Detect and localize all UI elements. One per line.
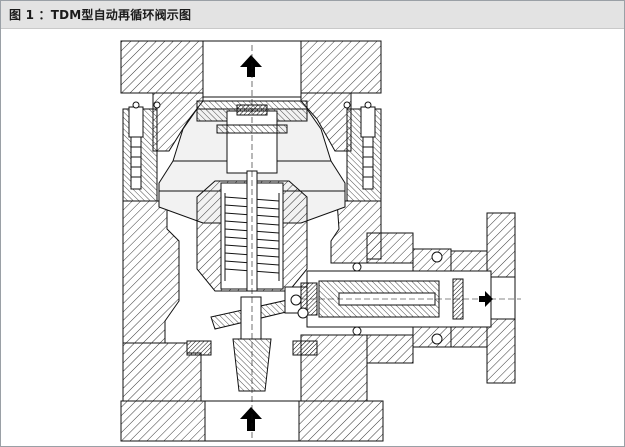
centerlines [251, 45, 521, 441]
figure-caption: 图 1 ：TDM型自动再循环阀示图 [9, 8, 192, 22]
bypass-internals [297, 251, 492, 345]
caption-bar: 图 1 ：TDM型自动再循环阀示图 [1, 1, 624, 29]
flow-arrows [240, 55, 493, 431]
lever-mechanism [186, 286, 318, 392]
flow-arrow-up-top [240, 55, 262, 77]
flow-arrow-up-bottom [240, 407, 262, 431]
bonnet-bolts [128, 101, 376, 190]
valve-diagram [120, 40, 521, 442]
body-left-wall [122, 200, 202, 402]
